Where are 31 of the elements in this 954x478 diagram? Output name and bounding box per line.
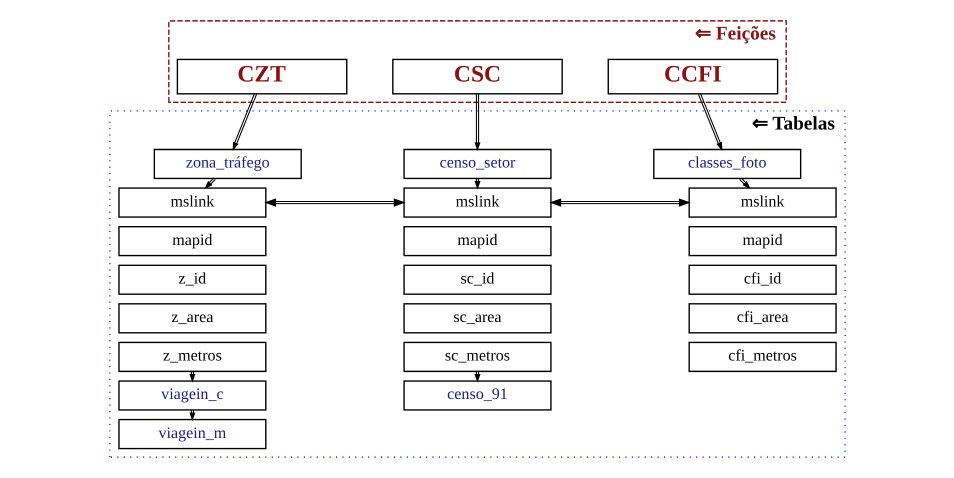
node-box: cfi_id — [688, 264, 836, 295]
node-box: zona_tráfego — [153, 148, 302, 180]
node-box: viagein_m — [118, 418, 266, 450]
node-box: z_id — [118, 264, 266, 295]
node-box: mapid — [688, 226, 836, 256]
arrow — [738, 178, 750, 190]
node-box: classes_foto — [652, 148, 801, 180]
node-box: CSC — [392, 58, 562, 94]
node-box: z_metros — [118, 342, 266, 372]
node-box: mslink — [688, 187, 836, 218]
node-box: censo_setor — [402, 148, 552, 180]
arrow — [548, 198, 690, 207]
arrow — [204, 178, 216, 190]
node-box: cfi_metros — [688, 342, 836, 372]
node-box: CCFI — [607, 58, 778, 94]
node-box: mslink — [118, 187, 266, 218]
node-box: censo_91 — [402, 380, 552, 411]
arrow — [264, 198, 406, 207]
node-box: mslink — [402, 187, 552, 218]
node-box: CZT — [176, 58, 347, 94]
arrow — [698, 94, 722, 151]
node-box: sc_id — [402, 264, 552, 295]
node-box: mapid — [402, 226, 552, 256]
node-box: mapid — [118, 226, 266, 256]
node-box: viagein_c — [118, 380, 266, 411]
arrow — [232, 94, 256, 151]
node-box: cfi_area — [688, 303, 836, 334]
node-box: sc_metros — [402, 342, 552, 372]
arrow — [474, 94, 480, 151]
node-box: sc_area — [402, 303, 552, 334]
node-box: z_area — [118, 303, 266, 334]
